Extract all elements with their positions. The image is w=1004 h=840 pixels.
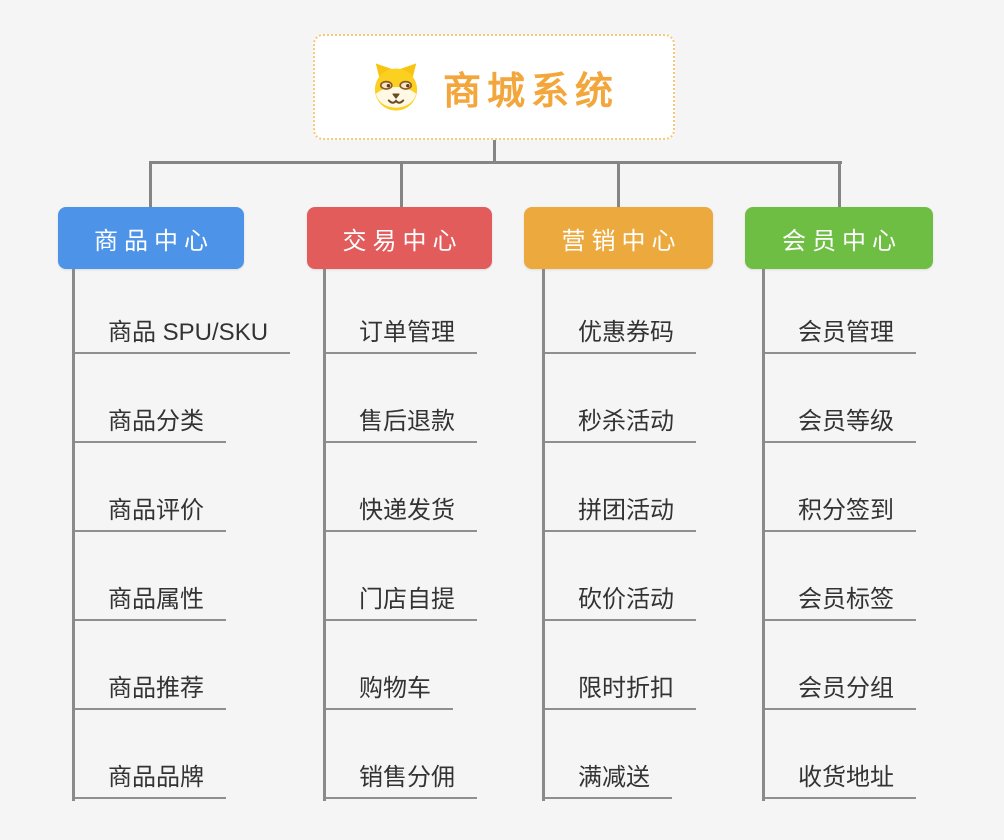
- topic-node[interactable]: 拼团活动: [545, 443, 696, 532]
- branch-node-member-center[interactable]: 会员中心: [745, 207, 933, 269]
- root-topic-node[interactable]: 商城系统: [313, 34, 675, 140]
- branch-drop-line: [617, 161, 620, 207]
- branch-horizontal-line: [149, 161, 842, 164]
- branch-node-marketing-center[interactable]: 营销中心: [524, 207, 713, 269]
- branch-node-trade-center[interactable]: 交易中心: [307, 207, 492, 269]
- topic-node[interactable]: 会员标签: [765, 532, 916, 621]
- topic-node[interactable]: 收货地址: [765, 710, 916, 799]
- topic-node[interactable]: 购物车: [326, 621, 453, 710]
- topic-node[interactable]: 商品 SPU/SKU: [75, 269, 291, 354]
- topic-node[interactable]: 售后退款: [326, 354, 477, 443]
- branch-children-marketing-center: 优惠券码 秒杀活动 拼团活动 砍价活动 限时折扣 满减送: [542, 269, 696, 801]
- topic-node[interactable]: 商品推荐: [75, 621, 226, 710]
- topic-node[interactable]: 商品分类: [75, 354, 226, 443]
- branch-node-product-center[interactable]: 商品中心: [58, 207, 244, 269]
- root-stem-line: [493, 140, 496, 163]
- branch-drop-line: [149, 161, 152, 207]
- branch-children-member-center: 会员管理 会员等级 积分签到 会员标签 会员分组 收货地址: [762, 269, 916, 801]
- topic-node[interactable]: 商品属性: [75, 532, 226, 621]
- topic-node[interactable]: 商品评价: [75, 443, 226, 532]
- dog-face-icon: [369, 60, 423, 114]
- topic-node[interactable]: 快递发货: [326, 443, 477, 532]
- branch-children-trade-center: 订单管理 售后退款 快递发货 门店自提 购物车 销售分佣: [323, 269, 477, 801]
- topic-node[interactable]: 秒杀活动: [545, 354, 696, 443]
- topic-node[interactable]: 会员等级: [765, 354, 916, 443]
- branch-drop-line: [400, 161, 403, 207]
- topic-node[interactable]: 积分签到: [765, 443, 916, 532]
- branch-drop-line: [838, 161, 841, 207]
- topic-node[interactable]: 销售分佣: [326, 710, 477, 799]
- topic-node[interactable]: 订单管理: [326, 269, 477, 354]
- topic-node[interactable]: 会员分组: [765, 621, 916, 710]
- topic-node[interactable]: 优惠券码: [545, 269, 696, 354]
- root-topic-title: 商城系统: [442, 70, 619, 113]
- topic-node[interactable]: 砍价活动: [545, 532, 696, 621]
- branch-children-product-center: 商品 SPU/SKU 商品分类 商品评价 商品属性 商品推荐 商品品牌: [72, 269, 291, 801]
- topic-node[interactable]: 限时折扣: [545, 621, 696, 710]
- topic-node[interactable]: 门店自提: [326, 532, 477, 621]
- topic-node[interactable]: 商品品牌: [75, 710, 226, 799]
- topic-node[interactable]: 满减送: [545, 710, 672, 799]
- topic-node[interactable]: 会员管理: [765, 269, 916, 354]
